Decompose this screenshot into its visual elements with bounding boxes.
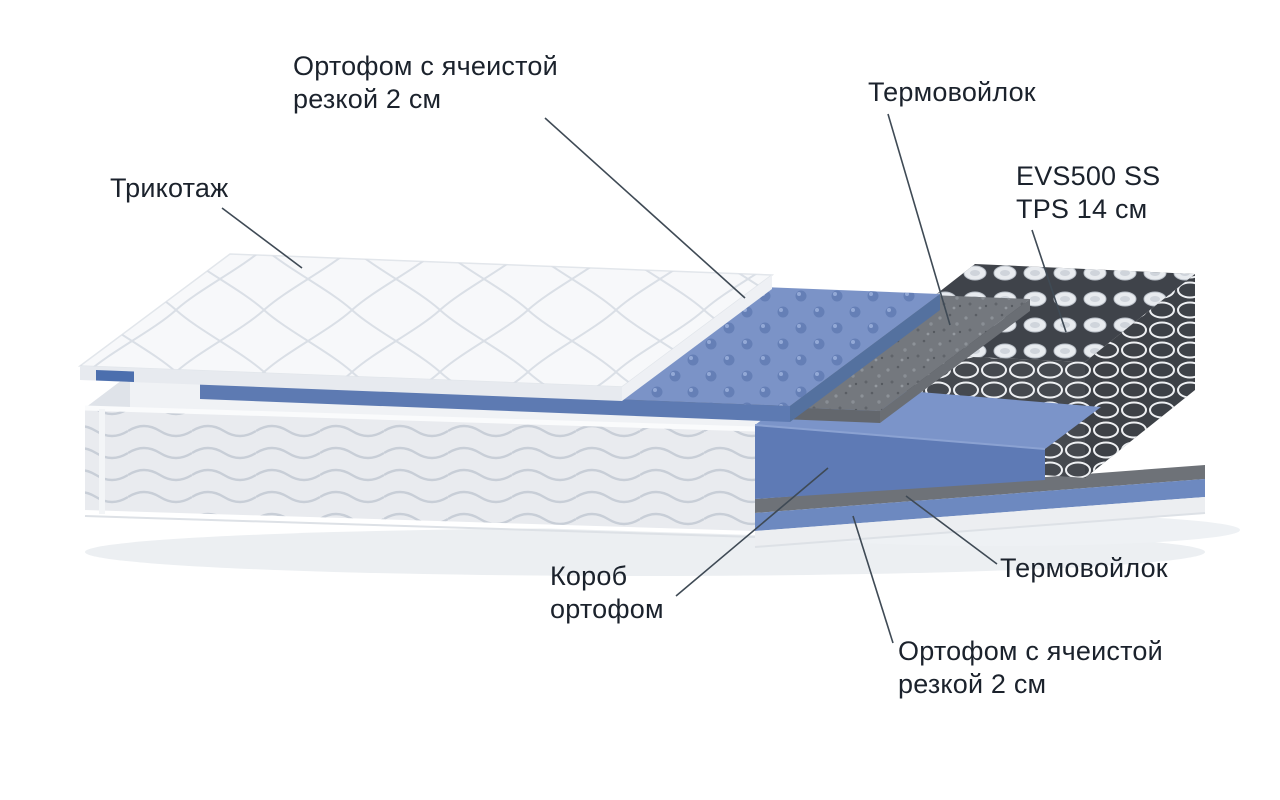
label-springs-line1: EVS500 SS bbox=[1016, 161, 1161, 191]
brand-tag bbox=[96, 370, 134, 382]
bottom-orthofoam-sheet bbox=[755, 479, 1205, 531]
leader-tricot bbox=[221, 207, 303, 269]
label-thermofelt-bottom-text: Термовойлок bbox=[1000, 553, 1168, 583]
label-orthofoam-bottom-line2: резкой 2 см bbox=[898, 669, 1047, 699]
tricot-quilting bbox=[80, 254, 772, 387]
foam-box-edge-highlight bbox=[754, 424, 1046, 450]
label-tricot: Трикотаж bbox=[110, 172, 228, 205]
leader-orthofoam-top bbox=[544, 117, 746, 299]
orthofoam-front-edge bbox=[200, 383, 790, 422]
label-thermofelt-top-text: Термовойлок bbox=[868, 77, 1036, 107]
leader-orthofoam-bottom bbox=[852, 515, 894, 644]
label-thermofelt-top: Термовойлок bbox=[868, 76, 1036, 109]
leader-springs bbox=[1031, 229, 1067, 333]
base-bottom-piping bbox=[84, 510, 756, 535]
leader-thermofelt-bottom bbox=[905, 495, 998, 565]
leader-thermofelt-top bbox=[887, 113, 951, 326]
label-thermofelt-bottom: Термовойлок bbox=[1000, 552, 1168, 585]
label-orthofoam-top-line2: резкой 2 см bbox=[293, 84, 442, 114]
bottom-cover-edge bbox=[755, 497, 1205, 547]
thermofelt-right-edge bbox=[880, 299, 1030, 423]
layer-tricot bbox=[77, 253, 775, 401]
label-orthofoam-bottom: Ортофом с ячеистой резкой 2 см bbox=[898, 635, 1163, 701]
bottom-thermofelt-sheet bbox=[755, 465, 1205, 513]
leader-lines bbox=[221, 113, 1067, 644]
label-orthofoam-top: Ортофом с ячеистой резкой 2 см bbox=[293, 50, 558, 116]
base-front-waves bbox=[85, 408, 755, 533]
label-orthofoam-top-line1: Ортофом с ячеистой bbox=[293, 51, 558, 81]
springs-right-coils bbox=[1085, 274, 1195, 478]
layer-base bbox=[84, 374, 800, 538]
label-orthofoam-bottom-line1: Ортофом с ячеистой bbox=[898, 636, 1163, 666]
leader-box-orthofoam bbox=[675, 467, 829, 597]
base-top-piping bbox=[84, 405, 756, 432]
base-bottom-shadow-line bbox=[84, 515, 756, 538]
label-box-orthofoam-line1: Короб bbox=[550, 561, 628, 591]
layer-bottom-sheets bbox=[754, 465, 1206, 548]
bottom-edge-line bbox=[754, 512, 1206, 548]
orthofoam-right-edge bbox=[790, 294, 940, 422]
label-tricot-text: Трикотаж bbox=[110, 173, 229, 203]
label-springs-line2: TPS 14 см bbox=[1016, 194, 1148, 224]
tricot-front-edge bbox=[80, 366, 622, 401]
label-springs: EVS500 SS TPS 14 см bbox=[1016, 160, 1160, 226]
tricot-right-edge bbox=[622, 275, 772, 401]
label-box-orthofoam-line2: ортофом bbox=[550, 594, 664, 624]
label-box-orthofoam: Короб ортофом bbox=[550, 560, 664, 626]
